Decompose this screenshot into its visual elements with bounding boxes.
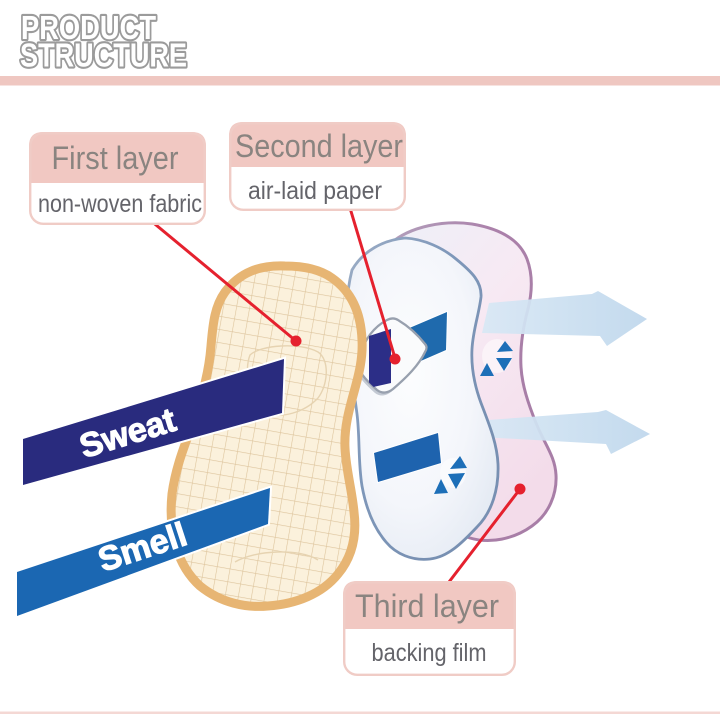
svg-text:STRUCTURE: STRUCTURE	[20, 37, 187, 74]
svg-text:non-woven fabric: non-woven fabric	[38, 190, 202, 218]
svg-text:PRODUCT: PRODUCT	[21, 9, 156, 46]
svg-text:Third layer: Third layer	[355, 588, 499, 624]
svg-text:backing film: backing film	[372, 639, 487, 667]
svg-text:air-laid paper: air-laid paper	[248, 177, 382, 205]
svg-text:First layer: First layer	[52, 140, 179, 176]
svg-text:Second layer: Second layer	[235, 128, 403, 164]
